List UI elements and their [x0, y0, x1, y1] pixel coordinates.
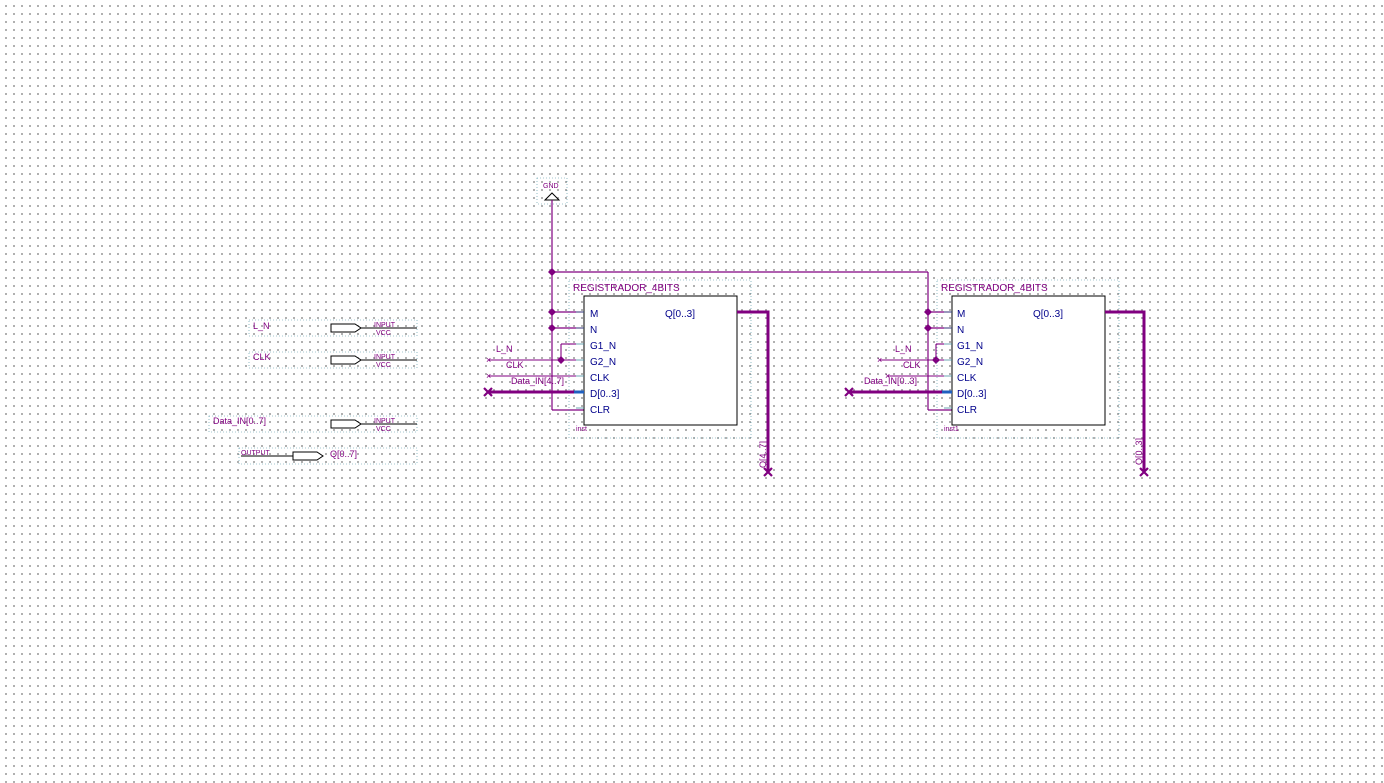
port-q: Q[0..3]: [665, 309, 695, 320]
block-body: [583, 295, 738, 426]
port-d: D[0..3]: [957, 389, 987, 400]
block-title: REGISTRADOR_4BITS: [573, 283, 680, 294]
ground-icon: [543, 192, 561, 201]
instance-name: inst: [576, 426, 587, 433]
port-clk: CLK: [957, 373, 977, 384]
block-2-output-bus[interactable]: Q[0..3]: [1105, 310, 1149, 477]
pin-name: L_N: [253, 321, 270, 331]
net-label-data: Data_IN[0..3]: [864, 376, 917, 386]
block-1-input-nets[interactable]: × × L_N CLK Data_IN[4..7]: [483, 343, 576, 397]
net-label-ln: L_N: [496, 344, 513, 354]
bus-end-x-icon: [844, 387, 854, 397]
bus-end-x-icon: [483, 387, 493, 397]
gnd-label: GND: [543, 183, 559, 190]
bus-end-x-icon: [1139, 467, 1149, 477]
x-icon: ×: [486, 355, 491, 365]
input-pin-icon: [330, 323, 362, 333]
port-g2-n: G2_N: [957, 357, 983, 368]
port-q: Q[0..3]: [1033, 309, 1063, 320]
net-label-data: Data_IN[4..7]: [511, 376, 564, 386]
gnd-net[interactable]: [551, 200, 952, 411]
port-clr: CLR: [590, 405, 610, 416]
bus-end-x-icon: [763, 467, 773, 477]
port-m: M: [957, 309, 965, 320]
port-g2-n: G2_N: [590, 357, 616, 368]
pin-type: OUTPUT: [241, 450, 271, 457]
x-icon: ×: [486, 371, 491, 381]
port-g1-n: G1_N: [957, 341, 983, 352]
pin-data-in[interactable]: Data_IN[0..7] INPUT VCC: [208, 415, 418, 433]
net-label-out: Q[4..7]: [758, 441, 768, 468]
net-label-out: Q[0..3]: [1134, 438, 1144, 465]
port-clk: CLK: [590, 373, 610, 384]
instance-name: inst1: [944, 426, 959, 433]
pin-type: INPUT: [374, 322, 396, 329]
block-body: [951, 295, 1106, 426]
port-g1-n: G1_N: [590, 341, 616, 352]
port-m: M: [590, 309, 598, 320]
x-icon: ×: [877, 355, 882, 365]
input-pin-icon: [330, 355, 362, 365]
pin-default: VCC: [376, 330, 391, 337]
x-icon: ×: [885, 371, 890, 381]
pin-name: Data_IN[0..7]: [213, 416, 266, 426]
pin-name: CLK: [253, 352, 271, 362]
block-title: REGISTRADOR_4BITS: [941, 283, 1048, 294]
pin-l-n[interactable]: L_N INPUT VCC: [248, 319, 418, 337]
pin-type: INPUT: [374, 418, 396, 425]
port-clr: CLR: [957, 405, 977, 416]
port-n: N: [957, 325, 964, 336]
pin-default: VCC: [376, 426, 391, 433]
pin-default: VCC: [376, 362, 391, 369]
pin-q-output[interactable]: OUTPUT Q[0..7]: [238, 447, 418, 465]
output-pin-icon: [292, 451, 324, 461]
block-1-output-bus[interactable]: Q[4..7]: [737, 310, 773, 477]
pin-clk[interactable]: CLK INPUT VCC: [248, 351, 418, 369]
block-2-input-nets[interactable]: × × L_N CLK Data_IN[0..3]: [844, 343, 944, 397]
net-label-clk: CLK: [506, 360, 524, 370]
port-n: N: [590, 325, 597, 336]
pin-name: Q[0..7]: [330, 449, 357, 459]
pin-type: INPUT: [374, 354, 396, 361]
register-block-1[interactable]: REGISTRADOR_4BITS M N G1_N G2_N CLK D[0.…: [568, 279, 752, 439]
net-label-ln: L_N: [895, 344, 912, 354]
register-block-2[interactable]: REGISTRADOR_4BITS M N G1_N G2_N CLK D[0.…: [936, 279, 1120, 439]
input-pin-icon: [330, 419, 362, 429]
port-d: D[0..3]: [590, 389, 620, 400]
net-label-clk: CLK: [903, 360, 921, 370]
